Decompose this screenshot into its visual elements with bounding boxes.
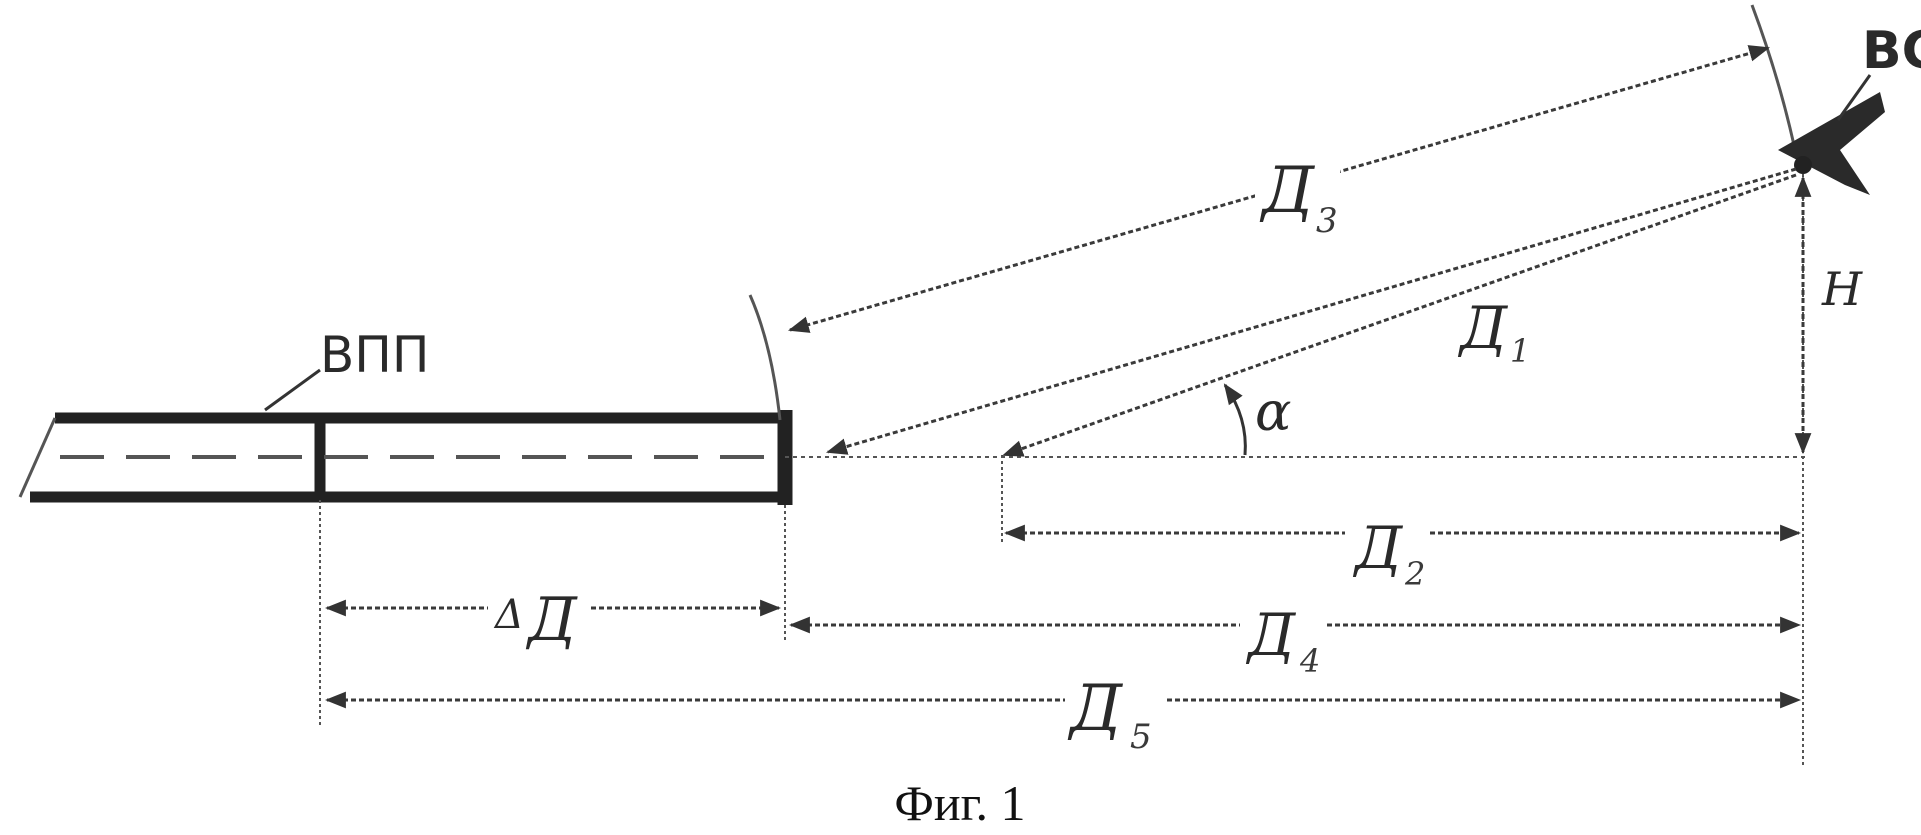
aircraft-icon (1778, 92, 1885, 195)
runway (18, 368, 793, 505)
runway-left-break (18, 417, 57, 498)
vpp-label: ВПП (320, 326, 430, 384)
aircraft-marker (1778, 74, 1885, 195)
d1-label: Д (1457, 294, 1509, 362)
d2-label: Д (1352, 514, 1404, 582)
d3-subscript: 3 (1316, 201, 1338, 241)
alpha-label: α (1255, 380, 1291, 443)
d5-label: Д (1067, 672, 1123, 746)
d3-label-mask (1255, 148, 1340, 240)
arc-near-runway-end (748, 294, 782, 421)
delta-d-prefix: Δ (493, 592, 524, 638)
d3-label: Д (1259, 154, 1315, 228)
d1-slant-line-to-glide-point (1002, 173, 1797, 457)
d4-subscript: 4 (1299, 642, 1320, 680)
arc-near-aircraft (1750, 4, 1797, 151)
d2-subscript: 2 (1404, 555, 1425, 593)
d4-label-mask (1240, 585, 1325, 677)
vpp-leader-line (264, 368, 321, 412)
alpha-angle-arc (1223, 383, 1247, 456)
aircraft-position-point (1794, 156, 1812, 174)
h-label: Н (1821, 262, 1863, 316)
d4-label: Д (1245, 601, 1297, 669)
vs-leader-line (1836, 74, 1872, 121)
figure-caption: Фиг. 1 (894, 775, 1025, 831)
d5-label-mask (1065, 665, 1165, 755)
delta-d-label-mask (488, 578, 590, 650)
d2-label-mask (1345, 500, 1430, 592)
d1-subscript: 1 (1510, 332, 1530, 370)
d5-subscript: 5 (1130, 717, 1152, 757)
vs-label: ВС (1862, 21, 1921, 81)
delta-d-label: Д (525, 585, 578, 655)
